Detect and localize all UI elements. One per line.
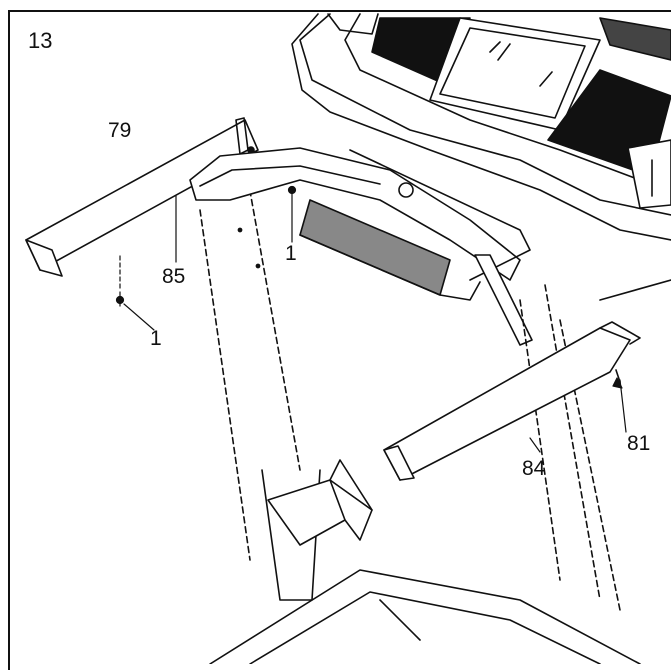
console bbox=[291, 13, 671, 241]
callout-81: 81 bbox=[627, 432, 651, 455]
right-handlebar bbox=[383, 321, 641, 481]
callout-1-lower: 1 bbox=[150, 327, 162, 350]
callout-79: 79 bbox=[108, 119, 132, 142]
deck-base bbox=[209, 569, 641, 664]
callout-1-upper: 1 bbox=[285, 242, 297, 265]
crossbar bbox=[189, 147, 531, 301]
leader-lines bbox=[115, 185, 627, 453]
left-handlebar bbox=[25, 117, 259, 277]
step-number: 13 bbox=[28, 28, 53, 53]
callout-84: 84 bbox=[522, 457, 546, 480]
diagram-frame bbox=[8, 10, 671, 670]
callout-85: 85 bbox=[162, 265, 186, 288]
left-upright bbox=[199, 179, 373, 601]
